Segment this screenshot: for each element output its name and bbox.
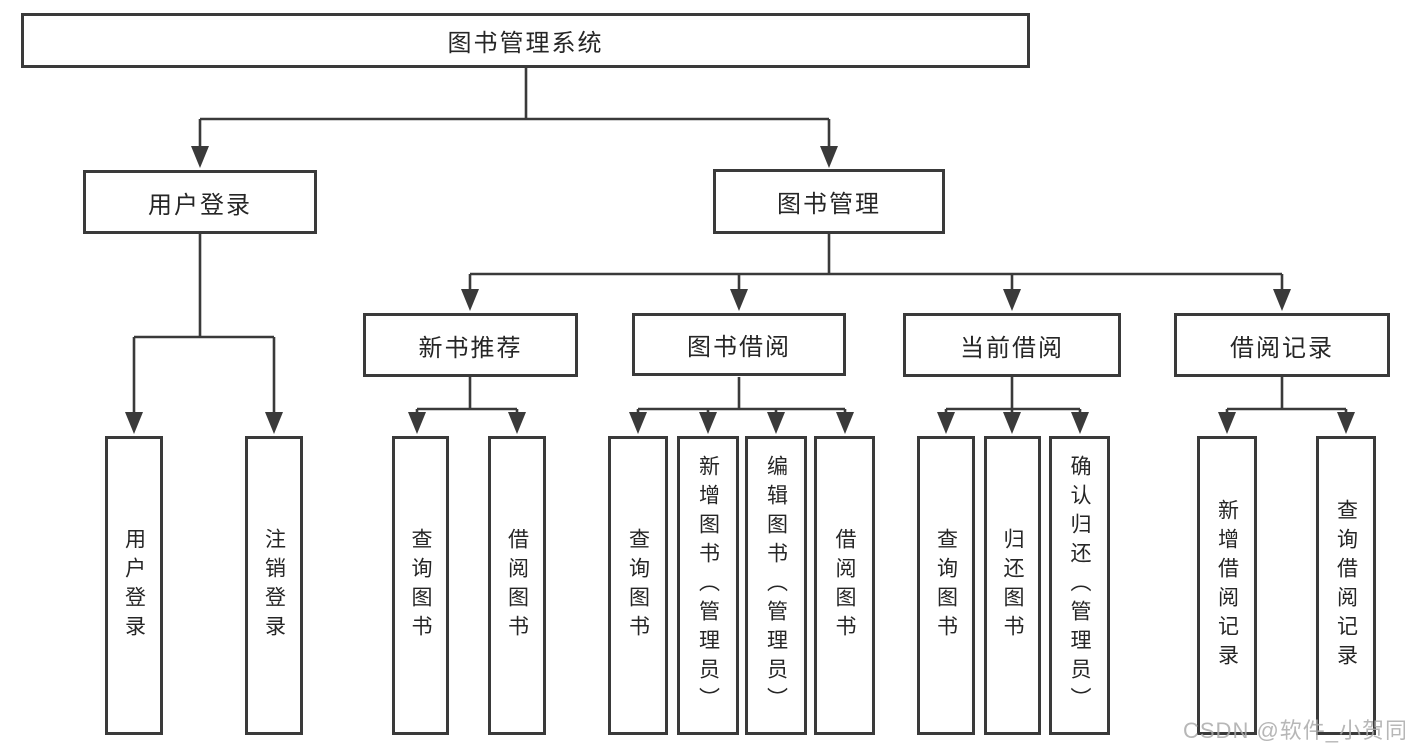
leaf-return-book-label: 归还图书 [1001,527,1024,644]
leaf-user-login: 用户登录 [105,436,163,735]
leaf-query-book-borrow: 查询图书 [608,436,668,735]
leaf-query-book-recommend-label: 查询图书 [409,527,432,644]
leaf-user-login-label: 用户登录 [122,527,146,644]
leaf-query-book-current-label: 查询图书 [934,527,958,644]
node-new-book-recommend: 新书推荐 [363,313,578,377]
leaf-logout-label: 注销登录 [262,527,286,644]
node-user-login: 用户登录 [83,170,317,234]
node-current-borrow-label: 当前借阅 [960,334,1064,362]
node-new-book-recommend-label: 新书推荐 [418,334,523,362]
leaf-confirm-return-admin: 确认归还（管理员） [1049,436,1110,735]
leaf-query-borrow-record: 查询借阅记录 [1316,436,1376,735]
node-root-label: 图书管理系统 [447,30,604,57]
leaf-add-book-admin-label: 新增图书（管理员） [696,455,720,716]
node-borrow-records: 借阅记录 [1174,313,1390,377]
leaf-query-book-recommend: 查询图书 [392,436,449,735]
node-book-management-label: 图书管理 [777,191,881,218]
leaf-edit-book-admin: 编辑图书（管理员） [745,436,807,735]
node-borrow-records-label: 借阅记录 [1230,334,1334,362]
node-book-borrow: 图书借阅 [632,313,846,376]
leaf-query-book-borrow-label: 查询图书 [626,527,650,644]
leaf-query-borrow-record-label: 查询借阅记录 [1334,498,1358,673]
node-user-login-label: 用户登录 [148,191,252,219]
leaf-borrow-book-borrow: 借阅图书 [814,436,875,735]
node-book-borrow-label: 图书借阅 [687,334,791,361]
leaf-borrow-book-recommend: 借阅图书 [488,436,546,735]
node-root: 图书管理系统 [21,13,1030,68]
leaf-add-borrow-record-label: 新增借阅记录 [1215,498,1239,673]
leaf-add-borrow-record: 新增借阅记录 [1197,436,1257,735]
leaf-edit-book-admin-label: 编辑图书（管理员） [764,455,788,716]
leaf-return-book: 归还图书 [984,436,1041,735]
leaf-add-book-admin: 新增图书（管理员） [677,436,739,735]
watermark: CSDN @软件_小贺同学 [1183,718,1405,743]
leaf-borrow-book-recommend-label: 借阅图书 [505,527,529,644]
node-current-borrow: 当前借阅 [903,313,1121,377]
leaf-borrow-book-borrow-label: 借阅图书 [833,527,856,644]
leaf-logout: 注销登录 [245,436,303,735]
leaf-query-book-current: 查询图书 [917,436,975,735]
leaf-confirm-return-admin-label: 确认归还（管理员） [1068,455,1091,716]
node-book-management: 图书管理 [713,169,945,234]
